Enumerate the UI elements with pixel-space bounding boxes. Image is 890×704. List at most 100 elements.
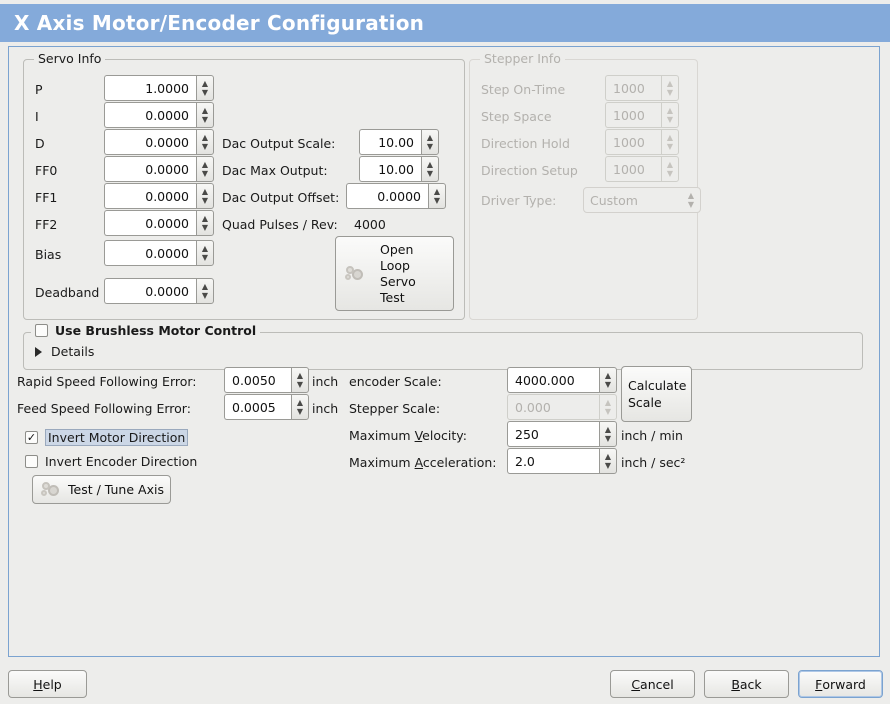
use-brushless-checkbox-box[interactable] bbox=[35, 324, 48, 337]
feed-following-error-value[interactable]: 0.0005 bbox=[224, 394, 291, 420]
gears-icon bbox=[344, 265, 366, 283]
maximum-velocity-label-pre: Maximum bbox=[349, 428, 415, 443]
cancel-button-post: ancel bbox=[640, 676, 674, 692]
dac-output-scale-spin[interactable]: 10.00 ▲▼ bbox=[359, 129, 439, 155]
dac-output-offset-spin[interactable]: 0.0000 ▲▼ bbox=[346, 183, 446, 209]
dac-output-offset-value[interactable]: 0.0000 bbox=[346, 183, 428, 209]
maximum-velocity-label: Maximum Velocity: bbox=[349, 428, 467, 443]
servo-spin-ff1[interactable]: 0.0000 ▲▼ bbox=[104, 183, 214, 209]
invert-encoder-direction-checkbox-box[interactable] bbox=[25, 455, 38, 468]
step-space-value[interactable]: 1000 bbox=[605, 102, 661, 128]
maximum-acceleration-unit: inch / sec² bbox=[621, 455, 686, 470]
step-space-spin[interactable]: 1000 ▲▼ bbox=[605, 102, 679, 128]
driver-type-select[interactable]: Custom ▲▼ bbox=[583, 187, 701, 213]
maximum-velocity-value[interactable]: 250 bbox=[507, 421, 599, 447]
use-brushless-checkbox[interactable]: Use Brushless Motor Control bbox=[31, 323, 261, 338]
direction-setup-spin[interactable]: 1000 ▲▼ bbox=[605, 156, 679, 182]
servo-spin-ff2-stepper[interactable]: ▲▼ bbox=[196, 210, 214, 236]
servo-label-ff1: FF1 bbox=[35, 190, 58, 205]
maximum-acceleration-value[interactable]: 2.0 bbox=[507, 448, 599, 474]
step-space-stepper[interactable]: ▲▼ bbox=[661, 102, 679, 128]
test-tune-axis-button[interactable]: Test / Tune Axis bbox=[32, 475, 171, 504]
servo-spin-ff1-value[interactable]: 0.0000 bbox=[104, 183, 196, 209]
dac-max-output-stepper[interactable]: ▲▼ bbox=[421, 156, 439, 182]
invert-motor-direction-label: Invert Motor Direction bbox=[45, 429, 189, 446]
use-brushless-label: Use Brushless Motor Control bbox=[55, 323, 257, 338]
servo-spin-deadband-stepper[interactable]: ▲▼ bbox=[196, 278, 214, 304]
step-on-time-label: Step On-Time bbox=[481, 82, 566, 97]
feed-following-error-stepper[interactable]: ▲▼ bbox=[291, 394, 309, 420]
servo-spin-p-stepper[interactable]: ▲▼ bbox=[196, 75, 214, 101]
servo-spin-ff0-value[interactable]: 0.0000 bbox=[104, 156, 196, 182]
gears-icon-test-tune bbox=[40, 481, 62, 499]
window-titlebar: X Axis Motor/Encoder Configuration bbox=[0, 4, 890, 42]
stepper-scale-stepper[interactable]: ▲▼ bbox=[599, 394, 617, 420]
servo-spin-ff0[interactable]: 0.0000 ▲▼ bbox=[104, 156, 214, 182]
dac-output-scale-value[interactable]: 10.00 bbox=[359, 129, 421, 155]
direction-hold-value[interactable]: 1000 bbox=[605, 129, 661, 155]
servo-spin-deadband-value[interactable]: 0.0000 bbox=[104, 278, 196, 304]
stepper-scale-value[interactable]: 0.000 bbox=[507, 394, 599, 420]
quad-pulses-label: Quad Pulses / Rev: bbox=[222, 217, 338, 232]
servo-spin-ff2-value[interactable]: 0.0000 bbox=[104, 210, 196, 236]
maximum-velocity-stepper[interactable]: ▲▼ bbox=[599, 421, 617, 447]
invert-motor-direction-checkbox-box[interactable]: ✓ bbox=[25, 431, 38, 444]
direction-setup-stepper[interactable]: ▲▼ bbox=[661, 156, 679, 182]
stepper-scale-spin[interactable]: 0.000 ▲▼ bbox=[507, 394, 617, 420]
servo-spin-i-stepper[interactable]: ▲▼ bbox=[196, 102, 214, 128]
servo-spin-bias-value[interactable]: 0.0000 bbox=[104, 240, 196, 266]
open-loop-servo-test-button[interactable]: Open Loop Servo Test bbox=[335, 236, 454, 311]
rapid-following-error-value[interactable]: 0.0050 bbox=[224, 367, 291, 393]
direction-setup-value[interactable]: 1000 bbox=[605, 156, 661, 182]
dac-max-output-label: Dac Max Output: bbox=[222, 163, 328, 178]
maximum-velocity-spin[interactable]: 250 ▲▼ bbox=[507, 421, 617, 447]
details-expander[interactable]: Details bbox=[35, 344, 94, 359]
servo-spin-d-value[interactable]: 0.0000 bbox=[104, 129, 196, 155]
maximum-acceleration-label-pre: Maximum bbox=[349, 455, 415, 470]
calculate-scale-button[interactable]: Calculate Scale bbox=[621, 366, 692, 422]
invert-motor-direction-checkbox[interactable]: ✓ Invert Motor Direction bbox=[25, 429, 189, 446]
encoder-scale-value[interactable]: 4000.000 bbox=[507, 367, 599, 393]
maximum-acceleration-stepper[interactable]: ▲▼ bbox=[599, 448, 617, 474]
servo-spin-ff2[interactable]: 0.0000 ▲▼ bbox=[104, 210, 214, 236]
feed-following-error-spin[interactable]: 0.0005 ▲▼ bbox=[224, 394, 309, 420]
servo-spin-deadband[interactable]: 0.0000 ▲▼ bbox=[104, 278, 214, 304]
direction-hold-stepper[interactable]: ▲▼ bbox=[661, 129, 679, 155]
step-on-time-stepper[interactable]: ▲▼ bbox=[661, 75, 679, 101]
servo-spin-ff1-stepper[interactable]: ▲▼ bbox=[196, 183, 214, 209]
servo-spin-d[interactable]: 0.0000 ▲▼ bbox=[104, 129, 214, 155]
encoder-scale-stepper[interactable]: ▲▼ bbox=[599, 367, 617, 393]
encoder-scale-spin[interactable]: 4000.000 ▲▼ bbox=[507, 367, 617, 393]
servo-spin-p-value[interactable]: 1.0000 bbox=[104, 75, 196, 101]
dac-output-scale-stepper[interactable]: ▲▼ bbox=[421, 129, 439, 155]
maximum-acceleration-label: Maximum Acceleration: bbox=[349, 455, 496, 470]
step-on-time-spin[interactable]: 1000 ▲▼ bbox=[605, 75, 679, 101]
direction-hold-spin[interactable]: 1000 ▲▼ bbox=[605, 129, 679, 155]
chevron-updown-icon: ▲▼ bbox=[687, 191, 694, 209]
dac-output-offset-stepper[interactable]: ▲▼ bbox=[428, 183, 446, 209]
servo-spin-d-stepper[interactable]: ▲▼ bbox=[196, 129, 214, 155]
servo-spin-bias[interactable]: 0.0000 ▲▼ bbox=[104, 240, 214, 266]
dac-max-output-value[interactable]: 10.00 bbox=[359, 156, 421, 182]
invert-encoder-direction-checkbox[interactable]: Invert Encoder Direction bbox=[25, 454, 197, 469]
servo-spin-bias-stepper[interactable]: ▲▼ bbox=[196, 240, 214, 266]
servo-spin-ff0-stepper[interactable]: ▲▼ bbox=[196, 156, 214, 182]
servo-spin-p[interactable]: 1.0000 ▲▼ bbox=[104, 75, 214, 101]
rapid-following-error-stepper[interactable]: ▲▼ bbox=[291, 367, 309, 393]
direction-setup-label: Direction Setup bbox=[481, 163, 578, 178]
step-on-time-value[interactable]: 1000 bbox=[605, 75, 661, 101]
servo-spin-i[interactable]: 0.0000 ▲▼ bbox=[104, 102, 214, 128]
calculate-scale-line-2: Scale bbox=[628, 395, 662, 410]
servo-spin-i-value[interactable]: 0.0000 bbox=[104, 102, 196, 128]
rapid-following-error-label: Rapid Speed Following Error: bbox=[17, 374, 197, 389]
servo-label-ff0: FF0 bbox=[35, 163, 58, 178]
page-title: X Axis Motor/Encoder Configuration bbox=[14, 11, 425, 35]
dac-max-output-spin[interactable]: 10.00 ▲▼ bbox=[359, 156, 439, 182]
rapid-following-error-spin[interactable]: 0.0050 ▲▼ bbox=[224, 367, 309, 393]
details-label: Details bbox=[51, 344, 95, 359]
maximum-acceleration-spin[interactable]: 2.0 ▲▼ bbox=[507, 448, 617, 474]
